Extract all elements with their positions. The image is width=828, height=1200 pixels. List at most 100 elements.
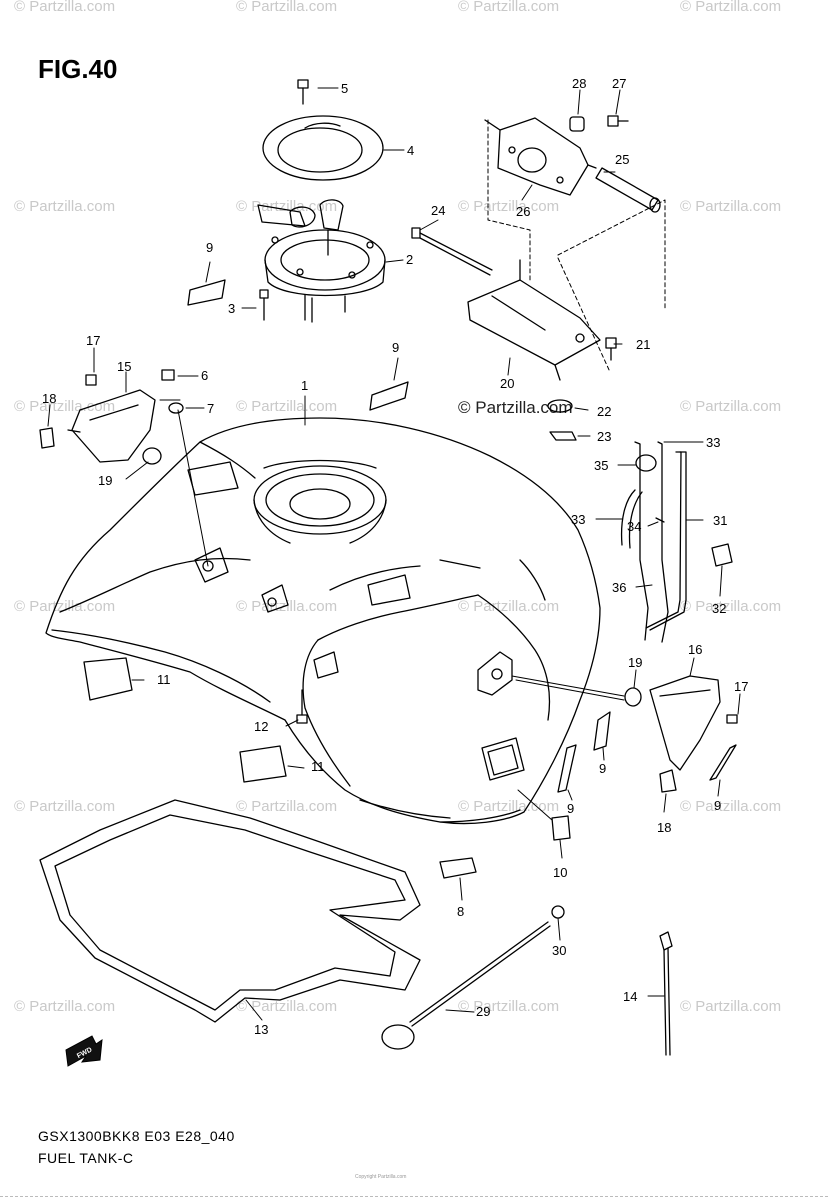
bolt: [726, 714, 738, 724]
screw: [297, 79, 309, 105]
callout-35: 35: [594, 458, 608, 473]
callout-15: 15: [117, 359, 131, 374]
watermark: © Partzilla.com: [14, 798, 116, 815]
fuel-pump-assembly: [257, 199, 386, 323]
watermark: © Partzilla.com: [680, 998, 782, 1015]
clip: [659, 769, 677, 793]
callout-3: 3: [228, 301, 235, 316]
cushion-pad: [557, 744, 577, 793]
spring-rod: [595, 167, 661, 213]
callout-33: 33: [571, 512, 585, 527]
rubber-mount: [239, 745, 287, 783]
callout-23: 23: [597, 429, 611, 444]
callout-22: 22: [597, 404, 611, 419]
callout-11: 11: [311, 759, 325, 774]
bolt: [259, 289, 269, 321]
callout-29: 29: [476, 1004, 490, 1019]
center-watermark: © Partzilla.com: [458, 398, 573, 417]
callout-27: 27: [612, 76, 626, 91]
callout-33: 33: [706, 435, 720, 450]
watermark: © Partzilla.com: [14, 398, 116, 415]
rubber-mount: [83, 657, 133, 701]
watermark: © Partzilla.com: [458, 798, 560, 815]
watermark: © Partzilla.com: [680, 598, 782, 615]
bolt: [607, 115, 629, 127]
callout-19: 19: [98, 473, 112, 488]
watermark: © Partzilla.com: [680, 0, 782, 15]
section-name: FUEL TANK-C: [38, 1150, 134, 1166]
callout-9: 9: [567, 801, 574, 816]
callout-21: 21: [636, 337, 650, 352]
callout-6: 6: [201, 368, 208, 383]
clamp: [551, 905, 565, 919]
model-code: GSX1300BKK8 E03 E28_040: [38, 1128, 235, 1144]
bolt: [605, 337, 617, 361]
forward-direction-arrow: FWD: [65, 1035, 103, 1067]
watermark: © Partzilla.com: [680, 198, 782, 215]
callout-13: 13: [254, 1022, 268, 1037]
nut: [569, 116, 585, 132]
hose-clip: [711, 543, 733, 567]
grommet: [624, 687, 642, 707]
callout-20: 20: [500, 376, 514, 391]
watermark: © Partzilla.com: [680, 398, 782, 415]
callout-17: 17: [86, 333, 100, 348]
watermark: © Partzilla.com: [236, 798, 338, 815]
callout-7: 7: [207, 401, 214, 416]
bolt: [296, 689, 308, 724]
bolt: [161, 369, 175, 381]
clip: [39, 427, 55, 449]
cushion-pad: [187, 279, 226, 306]
callout-14: 14: [623, 989, 637, 1004]
nut: [549, 431, 577, 441]
watermark: © Partzilla.com: [14, 598, 116, 615]
heat-shield: [39, 799, 421, 1023]
cushion-pad: [369, 381, 409, 411]
watermark: © Partzilla.com: [458, 0, 560, 15]
callout-4: 4: [407, 143, 414, 158]
callout-10: 10: [553, 865, 567, 880]
callout-9: 9: [206, 240, 213, 255]
callout-5: 5: [341, 81, 348, 96]
callout-36: 36: [612, 580, 626, 595]
callout-9: 9: [714, 798, 721, 813]
cushion-pad: [593, 711, 611, 751]
fuel-tank-shape: [45, 417, 601, 825]
long-bolt: [411, 227, 493, 276]
callout-18: 18: [657, 820, 671, 835]
callout-24: 24: [431, 203, 445, 218]
callout-16: 16: [688, 642, 702, 657]
callout-25: 25: [615, 152, 629, 167]
callout-31: 31: [713, 513, 727, 528]
watermark: © Partzilla.com: [458, 598, 560, 615]
side-cover-left: [67, 389, 156, 463]
callout-17: 17: [734, 679, 748, 694]
breather-hose: [620, 441, 687, 643]
watermark: © Partzilla.com: [14, 998, 116, 1015]
watermark: © Partzilla.com: [236, 398, 338, 415]
side-cover-right: [649, 675, 721, 771]
washer: [168, 402, 184, 414]
callout-19: 19: [628, 655, 642, 670]
callout-28: 28: [572, 76, 586, 91]
cushion-pad: [709, 744, 737, 781]
watermark: © Partzilla.com: [680, 798, 782, 815]
watermark: © Partzilla.com: [458, 998, 560, 1015]
callout-8: 8: [457, 904, 464, 919]
washer: [547, 399, 573, 413]
callout-18: 18: [42, 391, 56, 406]
bolt: [85, 374, 97, 386]
gasket-ring: [262, 115, 384, 181]
callout-2: 2: [406, 252, 413, 267]
callout-34: 34: [627, 519, 641, 534]
rubber-block: [551, 815, 571, 841]
callout-12: 12: [254, 719, 268, 734]
rubber-block: [439, 857, 477, 879]
cable-tie: [659, 931, 673, 1056]
watermark: © Partzilla.com: [14, 198, 116, 215]
callout-26: 26: [516, 204, 530, 219]
watermark: © Partzilla.com: [458, 198, 560, 215]
callout-11: 11: [157, 672, 171, 687]
